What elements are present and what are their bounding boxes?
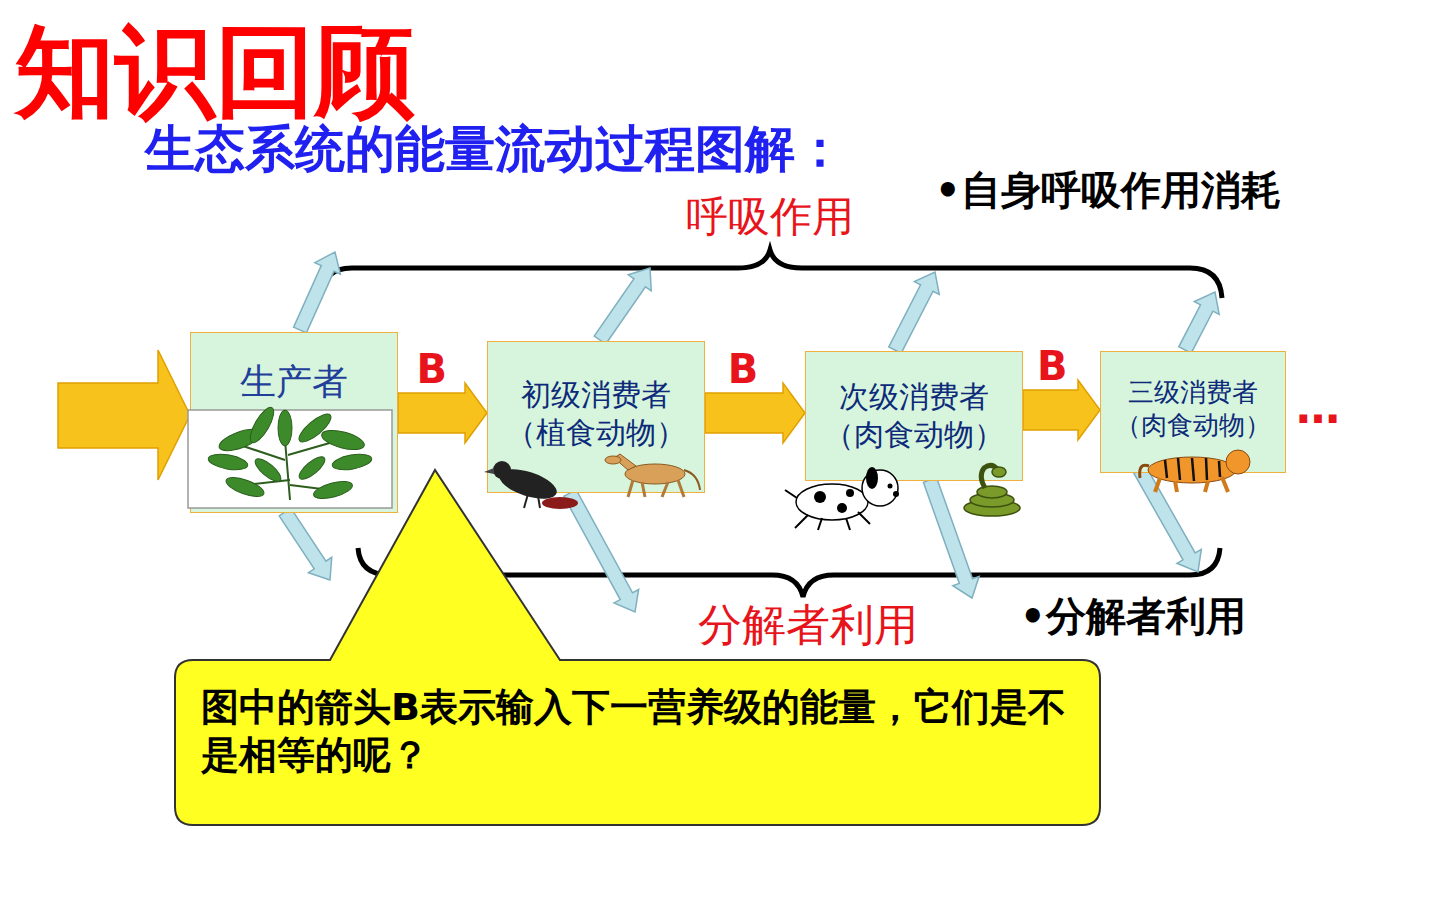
shape-part <box>837 503 847 513</box>
shape-part <box>785 490 797 498</box>
shape-part <box>964 500 1020 516</box>
shape-part <box>796 484 868 520</box>
loss-arrow <box>594 268 651 344</box>
node-label: 生产者 <box>199 359 389 404</box>
brace-label: 分解者利用 <box>698 603 918 647</box>
energy-flow-arrow <box>398 383 487 443</box>
loss-arrow <box>1134 467 1201 572</box>
note-text: •自身呼吸作用消耗 <box>935 170 1281 210</box>
consumer-box: 初级消费者 （植食动物） <box>487 341 705 493</box>
energy-flow-arrow <box>1023 380 1100 440</box>
shape-part <box>538 496 540 508</box>
shape-part <box>846 518 850 530</box>
shape-part <box>1155 478 1160 492</box>
note-text: •分解者利用 <box>1020 596 1246 636</box>
edge-label: B <box>726 349 761 389</box>
shape-part <box>1205 481 1208 492</box>
callout-text: 图中的箭头B表示输入下一营养级的能量，它们是不是相等的呢？ <box>201 684 1074 779</box>
shape-part <box>846 489 854 497</box>
loss-arrow <box>564 490 639 612</box>
shape-part <box>1175 481 1177 492</box>
shape-part <box>1155 477 1228 492</box>
shape-part <box>542 497 578 509</box>
input-arrow <box>58 350 190 480</box>
energy-flow-arrow <box>705 383 805 443</box>
shape-part <box>893 491 899 497</box>
shape-part <box>818 518 822 530</box>
loss-arrow <box>294 252 341 333</box>
shape-part <box>888 484 893 489</box>
shape-part <box>1222 477 1228 492</box>
loss-arrow <box>923 478 979 598</box>
loss-arrow <box>1179 292 1219 353</box>
shape-part <box>970 493 1014 507</box>
node-label: 三级消费者 （肉食动物） <box>1109 376 1277 441</box>
shape-part <box>524 494 528 508</box>
diagram-title: 生态系统的能量流动过程图解： <box>145 124 845 174</box>
node-label: 次级消费者 （肉食动物） <box>814 378 1014 453</box>
section-heading: 知识回顾 <box>15 22 415 122</box>
node-label: 初级消费者 （植食动物） <box>496 376 696 451</box>
loss-arrow <box>279 508 332 580</box>
brace-label: 呼吸作用 <box>686 196 854 238</box>
shape-part <box>858 512 870 524</box>
consumer-box: 次级消费者 （肉食动物） <box>805 351 1023 481</box>
shape-part <box>814 491 826 503</box>
callout-box: 图中的箭头B表示输入下一营养级的能量，它们是不是相等的呢？ <box>175 660 1100 825</box>
shape-part <box>785 490 870 530</box>
producer-box: 生产者 <box>190 332 398 513</box>
shape-part <box>795 515 808 528</box>
edge-label: B <box>415 349 450 389</box>
consumer-box: 三级消费者 （肉食动物） <box>1100 351 1286 473</box>
continuation-mark: … <box>1296 386 1340 430</box>
edge-label: B <box>1035 346 1070 386</box>
callout-outline <box>175 470 1100 825</box>
shape-part <box>977 486 1007 498</box>
respiration-brace <box>320 250 1222 298</box>
loss-arrow <box>889 272 939 353</box>
